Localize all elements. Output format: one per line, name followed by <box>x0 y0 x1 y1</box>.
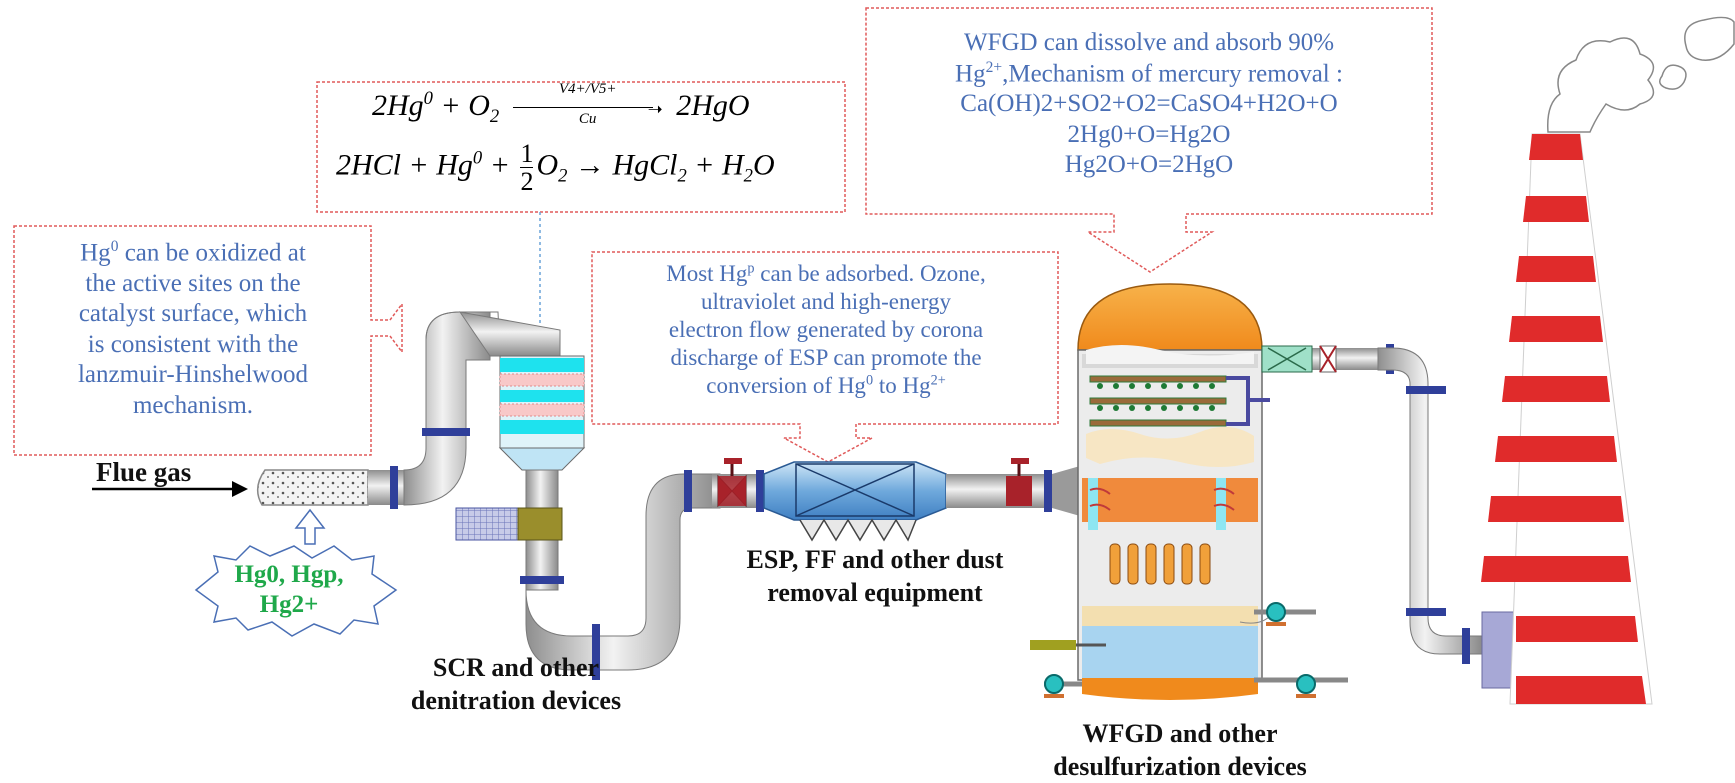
scr-reactor <box>498 355 586 471</box>
valve-icon <box>712 458 764 512</box>
callout-frame-wfgd <box>865 7 1433 273</box>
callout-line: Hg2+,Mechanism of mercury removal : <box>955 58 1343 87</box>
outlet-duct <box>1261 344 1517 689</box>
scr-label: SCR and other denitration devices <box>410 653 622 715</box>
pipe-flange <box>390 466 398 509</box>
chimney-stack <box>1481 133 1653 705</box>
callout-line: the active sites on the <box>85 269 301 297</box>
callout-line: catalyst surface, which <box>78 300 308 328</box>
callout-line: conversion of Hg0 to Hg2+ <box>706 372 946 399</box>
species-burst <box>194 545 398 637</box>
callout-line: Ca(OH)2+SO2+O2=CaSO4+H2O+O <box>960 90 1338 118</box>
arrow-right-icon <box>92 481 248 497</box>
callout-line: Hg0 can be oxidized at <box>80 238 306 267</box>
inlet-duct <box>256 466 404 509</box>
flue-gas-label: Flue gas <box>96 457 192 487</box>
scr-downcomer <box>455 469 721 680</box>
pump-icon <box>1254 674 1348 698</box>
callout-line: Hg2O+O=2HgO <box>1064 151 1234 179</box>
pipe-flange <box>422 428 470 436</box>
callout-frame-oxidation <box>13 225 403 456</box>
pump-icon <box>1254 602 1316 626</box>
callout-wfgd: WFGD can dissolve and absorb 90% Hg2+,Me… <box>868 28 1430 181</box>
smoke-icon <box>1547 16 1735 133</box>
callout-line: is consistent with the <box>87 330 299 358</box>
wfgd-label: WFGD and other desulfurization devices <box>1053 719 1307 781</box>
reaction-arrow: V4+/V5+ ➝ Cu <box>512 81 663 127</box>
valve-icon <box>1006 458 1080 516</box>
callout-line: electron flow generated by corona <box>668 317 984 343</box>
callout-line: ultraviolet and high-energy <box>701 289 951 315</box>
callout-esp: Most Hgp can be adsorbed. Ozone, ultravi… <box>596 260 1056 400</box>
equation-1: 2Hg0 + O2 V4+/V5+ ➝ Cu 2HgO <box>372 81 750 128</box>
callout-line: WFGD can dissolve and absorb 90% <box>963 29 1335 56</box>
callout-line: 2Hg0+O=Hg2O <box>1067 120 1231 148</box>
scr-inlet-riser <box>403 311 561 506</box>
up-arrow-icon <box>294 508 326 545</box>
callout-line: mechanism. <box>132 391 254 419</box>
esp-label: ESP, FF and other dust removal equipment <box>746 545 1004 607</box>
callout-frame-equations <box>316 81 846 213</box>
callout-hg0-oxidation: Hg0 can be oxidized at the active sites … <box>18 238 368 421</box>
esp-unit <box>763 461 1006 542</box>
callout-line: lanzmuir-Hinshelwood <box>77 361 308 389</box>
pump-icon <box>1044 674 1082 698</box>
species-label: Hg0, Hgp, Hg2+ <box>234 561 344 618</box>
callout-frame-esp <box>591 251 1059 463</box>
callout-line: Most Hgp can be adsorbed. Ozone, <box>666 260 986 286</box>
callout-line: discharge of ESP can promote the <box>670 345 982 371</box>
wfgd-tower <box>1030 283 1271 700</box>
